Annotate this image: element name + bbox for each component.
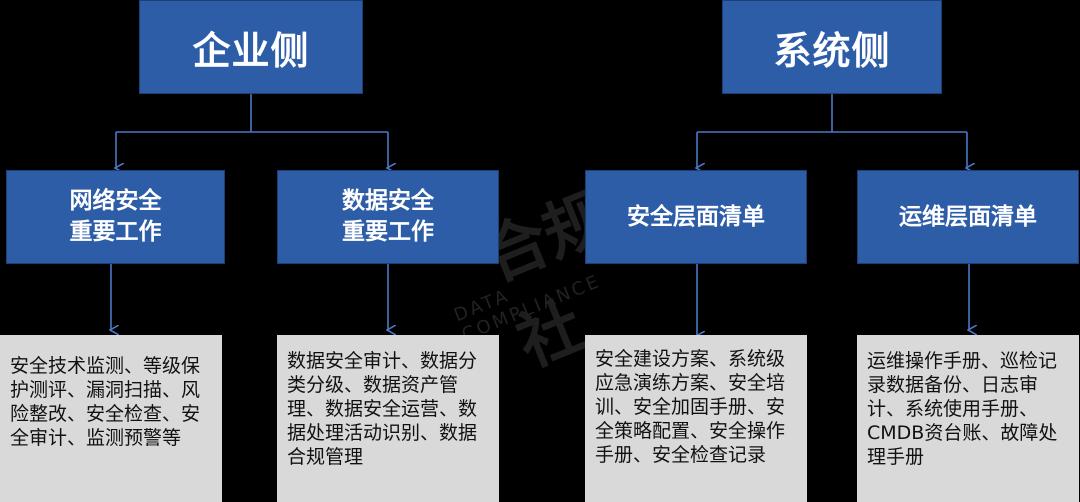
data-security-detail: 数据安全审计、数据分类分级、数据资产管理、数据安全运营、数据处理活动识别、数据合… [277, 335, 499, 502]
network-security-box: 网络安全 重要工作 [6, 170, 225, 264]
ops-checklist-detail: 运维操作手册、巡检记录数据备份、日志审计、系统使用手册、CMDB资台账、故障处理… [857, 335, 1079, 502]
security-checklist-detail: 安全建设方案、系统级应急演练方案、安全培训、安全加固手册、安全策略配置、安全操作… [585, 335, 807, 502]
system-side-title: 系统侧 [722, 0, 942, 94]
ops-checklist-box: 运维层面清单 [857, 170, 1079, 264]
data-security-line1: 数据安全 [342, 188, 434, 214]
network-security-line2: 重要工作 [69, 219, 162, 245]
network-security-line1: 网络安全 [69, 188, 162, 214]
network-security-detail: 安全技术监测、等级保护测评、漏洞扫描、风险整改、安全检查、安全审计、监测预警等 [0, 335, 222, 502]
enterprise-side-title: 企业侧 [139, 0, 363, 94]
data-security-line2: 重要工作 [342, 219, 434, 245]
security-checklist-box: 安全层面清单 [585, 170, 807, 264]
data-security-box: 数据安全 重要工作 [277, 170, 499, 264]
